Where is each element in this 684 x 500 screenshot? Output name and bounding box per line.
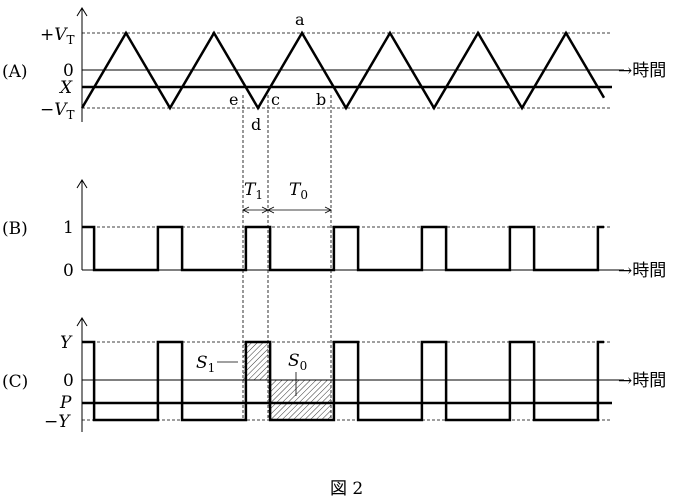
point-e: e — [229, 90, 238, 109]
time-label-b: →時間 — [618, 261, 666, 281]
panel-a-label: (A) — [2, 62, 28, 82]
area-s0 — [268, 380, 331, 420]
axes — [76, 7, 624, 432]
label-p: P — [59, 393, 72, 413]
panel-b-label: (B) — [2, 219, 28, 239]
label-zero-c: 0 — [63, 371, 74, 391]
point-d: d — [251, 115, 261, 134]
point-b: b — [316, 90, 326, 109]
label-s1: S1 — [196, 353, 215, 375]
label-y: Y — [60, 333, 73, 353]
pulse-wave-b — [82, 225, 604, 272]
point-a: a — [295, 10, 305, 29]
triangle-wave — [80, 30, 606, 111]
label-x: X — [58, 78, 73, 98]
label-one: 1 — [63, 218, 74, 238]
label-minus-vt: −VT — [40, 100, 75, 122]
time-label-a: →時間 — [618, 61, 666, 81]
label-t1: T1 — [244, 180, 263, 202]
interval-arrows — [217, 206, 332, 396]
label-zero-b: 0 — [63, 261, 74, 281]
label-plus-vt: +VT — [40, 25, 75, 47]
pulse-wave-c — [82, 340, 604, 422]
area-s1 — [243, 342, 268, 380]
label-s0: S0 — [288, 351, 307, 373]
point-c: c — [271, 90, 280, 109]
label-zero-a: 0 — [63, 61, 74, 81]
caption: 図 2 — [330, 479, 363, 499]
time-label-c: →時間 — [618, 371, 666, 391]
panel-c-label: (C) — [2, 372, 28, 392]
label-minus-y: −Y — [44, 412, 71, 432]
label-t0: T0 — [289, 180, 308, 202]
